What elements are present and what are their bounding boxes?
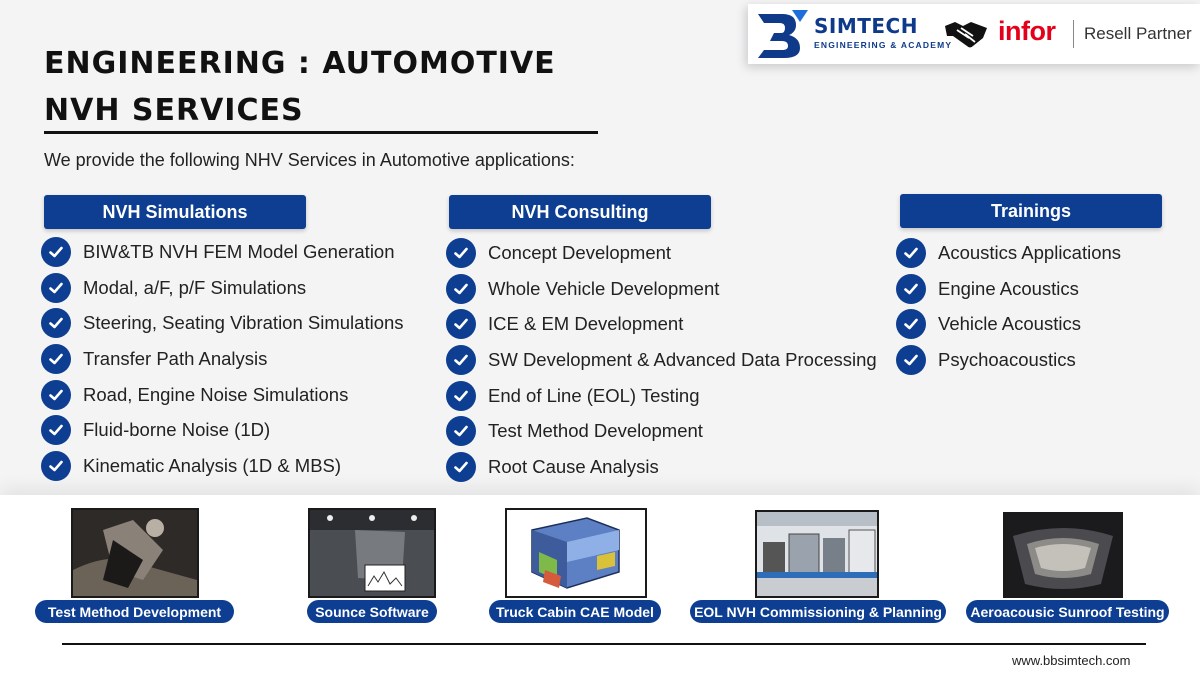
list-item-label: End of Line (EOL) Testing: [488, 384, 700, 406]
list-item: Test Method Development: [446, 413, 877, 449]
list-item-label: Fluid-borne Noise (1D): [83, 419, 271, 441]
check-icon: [41, 379, 71, 410]
thumbnail-software: [308, 508, 436, 598]
partner-logo: infor: [998, 16, 1056, 46]
list-item: Transfer Path Analysis: [41, 341, 404, 377]
list-item: Whole Vehicle Development: [446, 271, 877, 307]
column-header-simulations: NVH Simulations: [44, 195, 306, 229]
check-icon: [446, 416, 476, 447]
consulting-list: Concept Development Whole Vehicle Develo…: [446, 235, 877, 485]
list-item-label: Engine Acoustics: [938, 277, 1079, 299]
check-icon: [41, 450, 71, 481]
list-item: End of Line (EOL) Testing: [446, 378, 877, 414]
list-item-label: Road, Engine Noise Simulations: [83, 383, 349, 405]
list-item-label: Steering, Seating Vibration Simulations: [83, 312, 404, 334]
list-item-label: SW Development & Advanced Data Processin…: [488, 348, 877, 370]
caption-software: Sounce Software: [307, 600, 437, 623]
check-icon: [41, 236, 71, 267]
check-icon: [896, 309, 926, 340]
list-item: Engine Acoustics: [896, 271, 1121, 307]
check-icon: [446, 309, 476, 340]
list-item-label: Whole Vehicle Development: [488, 277, 720, 299]
list-item-label: Acoustics Applications: [938, 241, 1122, 263]
check-icon: [41, 415, 71, 446]
list-item: Kinematic Analysis (1D & MBS): [41, 448, 404, 484]
list-item-label: Transfer Path Analysis: [83, 347, 268, 369]
column-header-trainings: Trainings: [900, 194, 1162, 228]
check-icon: [446, 273, 476, 304]
check-icon: [446, 344, 476, 375]
logo-bar: SIMTECH ENGINEERING & ACADEMY infor Rese…: [748, 4, 1200, 64]
list-item: ICE & EM Development: [446, 306, 877, 342]
brand-subtitle: ENGINEERING & ACADEMY: [814, 40, 953, 50]
list-item: Fluid-borne Noise (1D): [41, 412, 404, 448]
column-header-consulting: NVH Consulting: [449, 195, 711, 229]
check-icon: [446, 451, 476, 482]
thumbnail-sunroof: [1003, 512, 1123, 598]
check-icon: [446, 237, 476, 268]
list-item: Acoustics Applications: [896, 235, 1121, 271]
list-item-label: BIW&TB NVH FEM Model Generation: [83, 240, 395, 262]
intro-text: We provide the following NHV Services in…: [44, 150, 575, 170]
list-item-label: Modal, a/F, p/F Simulations: [83, 276, 307, 298]
list-item-label: Concept Development: [488, 241, 672, 263]
check-icon: [896, 273, 926, 304]
check-icon: [896, 344, 926, 375]
main-panel: [0, 0, 1200, 495]
caption-truck-cabin: Truck Cabin CAE Model: [489, 600, 661, 623]
list-item-label: ICE & EM Development: [488, 313, 684, 335]
footer-url[interactable]: www.bbsimtech.com: [1012, 653, 1131, 668]
logo-divider: [1073, 20, 1074, 48]
caption-sunroof: Aeroacousic Sunroof Testing: [966, 600, 1169, 623]
caption-test-method: Test Method Development: [35, 600, 234, 623]
handshake-icon: [945, 22, 987, 48]
check-icon: [896, 237, 926, 268]
list-item: SW Development & Advanced Data Processin…: [446, 342, 877, 378]
partner-label: Resell Partner: [1084, 24, 1192, 43]
simulations-list: BIW&TB NVH FEM Model Generation Modal, a…: [41, 234, 404, 484]
list-item-label: Kinematic Analysis (1D & MBS): [83, 454, 342, 476]
thumbnail-test-method: [71, 508, 199, 598]
list-item-label: Vehicle Acoustics: [938, 313, 1081, 335]
list-item: Psychoacoustics: [896, 342, 1121, 378]
bs-logo-icon: [758, 10, 808, 58]
check-icon: [446, 380, 476, 411]
thumbnail-eol-commissioning: [755, 510, 879, 598]
list-item-label: Psychoacoustics: [938, 348, 1076, 370]
page-title-line1: ENGINEERING : AUTOMOTIVE: [44, 46, 556, 81]
list-item: Root Cause Analysis: [446, 449, 877, 485]
page-title: ENGINEERING : AUTOMOTIVE NVH SERVICES: [44, 40, 556, 134]
caption-eol-commissioning: EOL NVH Commissioning & Planning: [690, 600, 946, 623]
list-item: Concept Development: [446, 235, 877, 271]
check-icon: [41, 343, 71, 374]
footer-divider: [62, 643, 1146, 645]
list-item: Modal, a/F, p/F Simulations: [41, 270, 404, 306]
check-icon: [41, 272, 71, 303]
title-underline: [44, 131, 598, 134]
list-item-label: Test Method Development: [488, 420, 703, 442]
list-item-label: Root Cause Analysis: [488, 455, 659, 477]
list-item: Steering, Seating Vibration Simulations: [41, 305, 404, 341]
list-item: Vehicle Acoustics: [896, 306, 1121, 342]
list-item: BIW&TB NVH FEM Model Generation: [41, 234, 404, 270]
check-icon: [41, 308, 71, 339]
trainings-list: Acoustics Applications Engine Acoustics …: [896, 235, 1121, 378]
brand-name: SIMTECH: [814, 14, 918, 38]
page-title-line2: NVH SERVICES: [44, 93, 304, 128]
list-item: Road, Engine Noise Simulations: [41, 377, 404, 413]
thumbnail-truck-cabin: [505, 508, 647, 598]
